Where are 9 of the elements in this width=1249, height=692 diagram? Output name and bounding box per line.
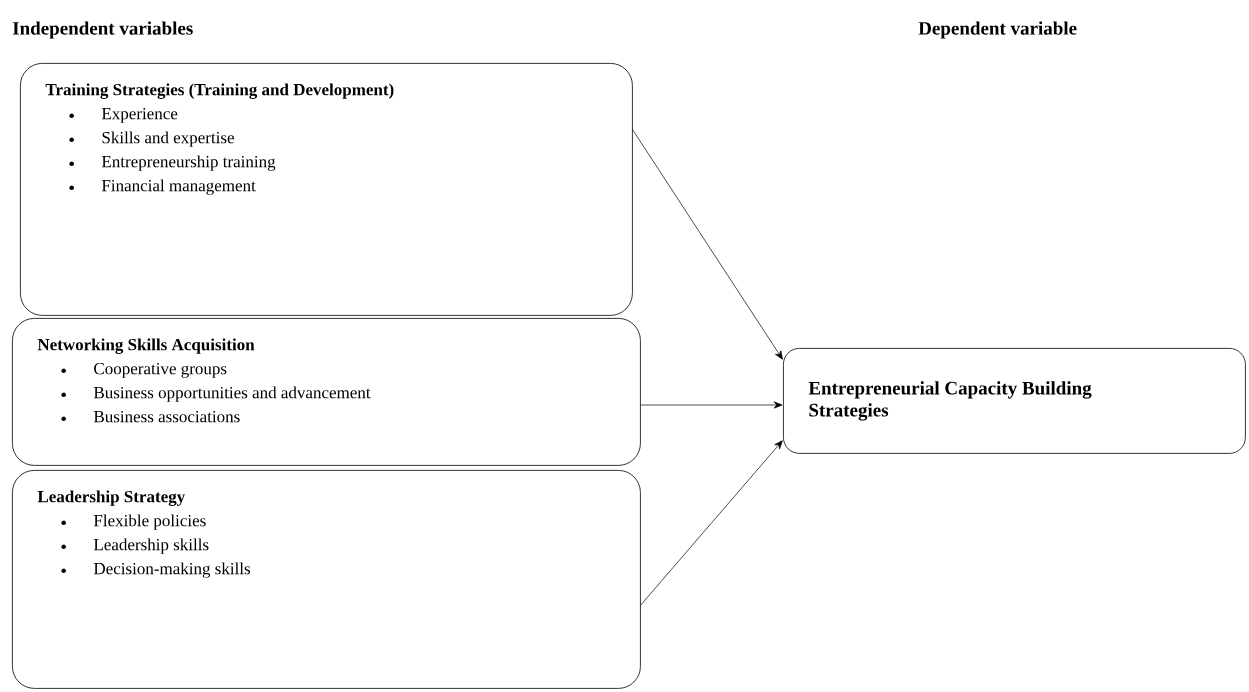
text-box: Networking Skills Acquisition Cooperative groups Business opportunities and advancement Business associations [12,318,641,466]
arrow [640,440,783,606]
text-box: Leadership Strategy Flexible policies Leadership skills Decision-making skills [12,470,641,689]
text-box: Training Strategies (Training and Development) Experience Skills and expertise Entrepreneurship training Financial management [20,63,633,316]
column-heading: Independent variables [12,21,193,39]
text-box: Entrepreneurial Capacity Building Strategies [783,348,1246,454]
arrow [632,129,783,360]
arrow [640,401,783,409]
column-heading: Dependent variable [918,21,1077,39]
